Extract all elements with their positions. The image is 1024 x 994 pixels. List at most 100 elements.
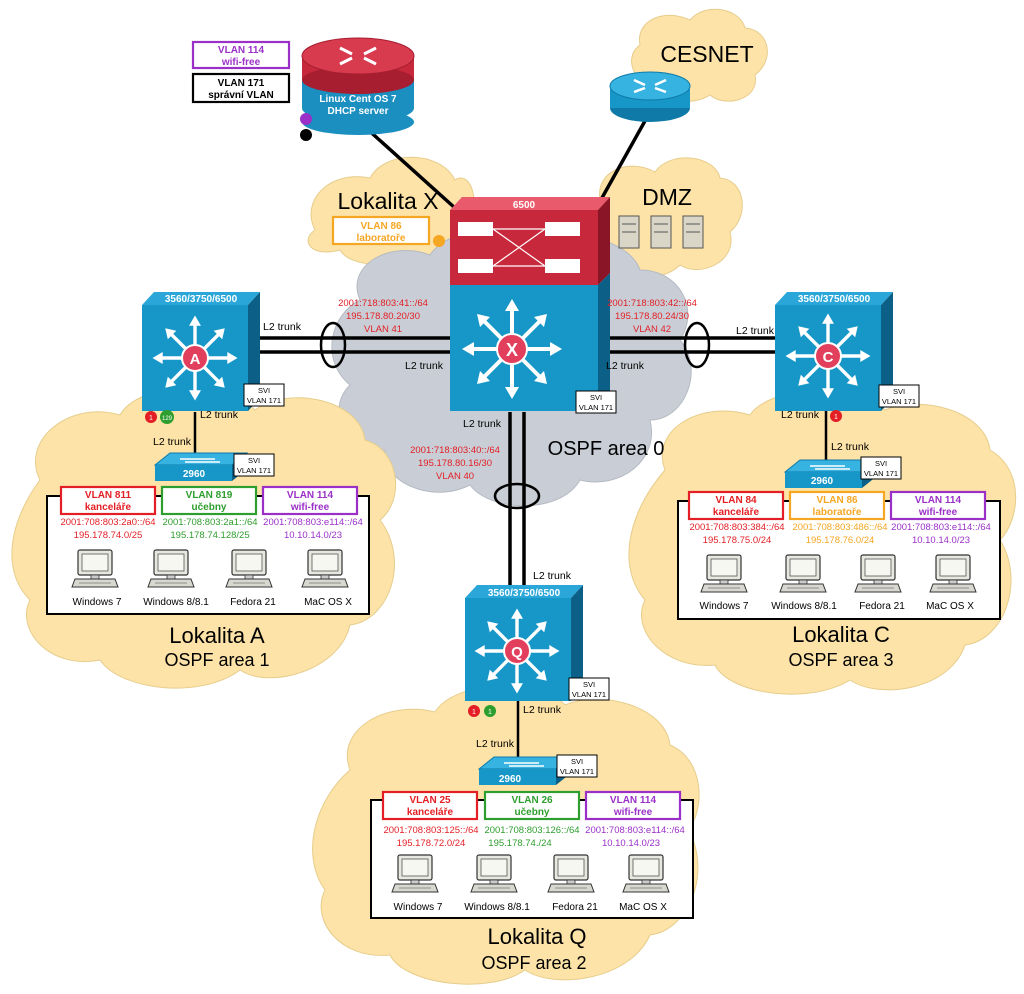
site-a-svi-label: SVI [258, 386, 270, 395]
site-c-pc-label: Windows 8/8.1 [771, 601, 837, 612]
vlan171-legend-name: VLAN 171 [218, 78, 265, 89]
trunk-label-c-dist: L2 trunk [736, 325, 775, 337]
site-c-vlan-name: VLAN 86 [816, 495, 858, 506]
site-q-access-label: 2960 [499, 774, 522, 785]
site-q-vlan-name: VLAN 114 [610, 795, 657, 806]
site-q-pc-label: Windows 7 [394, 902, 443, 913]
pc-icon [547, 854, 595, 893]
pc-icon [71, 549, 119, 588]
trunk-label-c-up: L2 trunk [781, 409, 820, 421]
trunk-label-a-down: L2 trunk [153, 436, 192, 448]
site-a-switch-label: 3560/3750/6500 [165, 294, 238, 305]
vlan86-x-desc: laboratoře [357, 233, 406, 244]
core-svi-vlan: VLAN 171 [579, 403, 613, 412]
link-q-vlan: VLAN 40 [436, 471, 474, 482]
site-q-vlan-desc: učebny [514, 807, 549, 818]
pc-icon [854, 554, 902, 593]
site-a-vlan-ipv6: 2001:708:803:2a1::/64 [162, 517, 257, 528]
dmz-servers [618, 215, 704, 249]
pc-icon [622, 854, 670, 893]
site-a-svi-vlan: VLAN 171 [247, 396, 281, 405]
site-c-vlan-name: VLAN 114 [915, 495, 962, 506]
server-role-label: DHCP server [328, 106, 389, 117]
site-a-badge-green-text: 129 [162, 416, 173, 422]
site-q-port-badge-green [484, 705, 496, 717]
core-module-slot [458, 222, 493, 236]
link-a-vlan: VLAN 41 [364, 324, 402, 335]
cesnet-core-link [596, 111, 652, 206]
site-a-vlan-811: VLAN 811 kanceláře 2001:708:803:2a0::/64… [59, 485, 157, 541]
link-q-ipv6: 2001:718:803:40::/64 [410, 445, 500, 456]
site-a-vlan-ipv6: 2001:708:803:e114::/64 [263, 517, 363, 528]
site-q-svi-box: SVI VLAN 171 [568, 677, 610, 701]
pc-icon [391, 854, 439, 893]
site-q-vlan-ipv4: 195.178.72.0/24 [397, 838, 466, 849]
site-q-svi-vlan: VLAN 171 [572, 690, 606, 699]
site-c-vlan-desc: laboratoře [813, 507, 862, 518]
site-q-vlan-26: VLAN 26 učebny 2001:708:803:126::/64 195… [483, 790, 581, 849]
site-q-pc-label: Windows 8/8.1 [464, 902, 530, 913]
core-svi-label: SVI [590, 393, 602, 402]
etherchannel-a [319, 321, 347, 369]
site-c-access-label: 2960 [811, 476, 834, 487]
site-q-pc-label: MaC OS X [619, 902, 667, 913]
site-c-vlan-ipv4: 10.10.14.0/23 [912, 535, 970, 546]
pc-icon [470, 854, 518, 893]
server-port-purple-badge [300, 113, 312, 125]
site-c-svi-label: SVI [893, 387, 905, 396]
dmz-server-icon [682, 215, 704, 249]
lokalita-x-port-badge [433, 235, 445, 247]
site-a-ospf: OSPF area 1 [164, 650, 269, 670]
site-q-vlan-desc: kanceláře [407, 807, 454, 818]
core-module-slot [545, 259, 580, 273]
site-q-vlan-25: VLAN 25 kanceláře 2001:708:803:125::/64 … [381, 790, 479, 849]
site-q-vlan-ipv4: 195.178.74./24 [488, 838, 551, 849]
site-c-switch-letter: C [823, 349, 834, 366]
core-chassis-label: 6500 [513, 200, 536, 211]
trunk-label-q-down: L2 trunk [476, 738, 515, 750]
site-a-vlan-name: VLAN 811 [85, 490, 132, 501]
site-a-vlan-ipv4: 195.178.74.0/25 [74, 530, 143, 541]
site-q-pcs: Windows 7 Windows 8/8.1 Fedora 21 MaC OS… [391, 854, 670, 913]
site-a-vlan-name: VLAN 819 [186, 490, 233, 501]
site-c-vlan-name: VLAN 84 [715, 495, 757, 506]
trunk-label-q-core: L2 trunk [463, 418, 502, 430]
site-a-access-switch: 2960 [153, 452, 249, 481]
pc-icon [147, 549, 195, 588]
lokalita-x-label: Lokalita X [337, 188, 438, 214]
site-a-vlan-819: VLAN 819 učebny 2001:708:803:2a1::/64 19… [160, 485, 258, 541]
cesnet-router [609, 71, 691, 122]
site-c-distribution-switch: 3560/3750/6500 C [775, 292, 893, 411]
site-a-svi-box: SVI VLAN 171 [243, 383, 285, 407]
site-a-vlan-ipv6: 2001:708:803:2a0::/64 [60, 517, 155, 528]
site-q-access-svi-vlan: VLAN 171 [560, 767, 594, 776]
vlan114-legend-name: VLAN 114 [218, 45, 265, 56]
site-a-switch-letter: A [190, 351, 201, 368]
pc-icon [929, 554, 977, 593]
site-a-access-svi-box: SVI VLAN 171 [233, 453, 275, 477]
site-a-pcs: Windows 7 Windows 8/8.1 Fedora 21 MaC OS… [71, 549, 352, 608]
site-a-vlan-ipv4: 195.178.74.128/25 [170, 530, 249, 541]
site-q-badge-red-text: 1 [472, 709, 476, 716]
site-q-vlan-ipv6: 2001:708:803:126::/64 [484, 825, 579, 836]
site-q-vlan-name: VLAN 26 [511, 795, 553, 806]
trunk-label-a-dist: L2 trunk [263, 321, 302, 333]
site-a-vlan-desc: učebny [191, 502, 226, 513]
site-c-svi-box: SVI VLAN 171 [878, 384, 920, 408]
site-q-access-svi-box: SVI VLAN 171 [556, 754, 598, 778]
site-q-svi-label: SVI [583, 680, 595, 689]
link-c-ipv4: 195.178.80.24/30 [615, 311, 689, 322]
dmz-server-icon [618, 215, 640, 249]
site-q-access-svi-label: SVI [571, 757, 583, 766]
cesnet-router-arrows-icon [633, 78, 667, 94]
dhcp-server-router: Linux Cent OS 7 DHCP server [301, 37, 415, 135]
site-a-access-svi-vlan: VLAN 171 [237, 466, 271, 475]
links [193, 111, 828, 758]
site-c-name: Lokalita C [792, 622, 890, 647]
core-switch-letter: X [506, 340, 518, 360]
site-c-pc-label: Windows 7 [700, 601, 749, 612]
site-c-pc-label: Fedora 21 [859, 601, 905, 612]
vlan86-x-name: VLAN 86 [360, 221, 402, 232]
site-q-pc-label: Fedora 21 [552, 902, 598, 913]
